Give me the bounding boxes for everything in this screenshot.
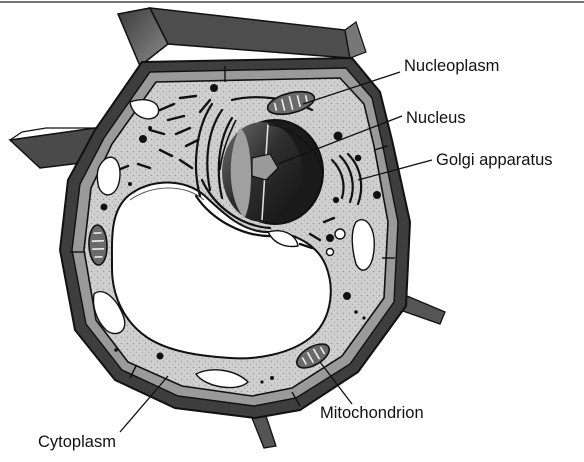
nucleus-shape xyxy=(220,120,323,224)
label-cytoplasm: Cytoplasm xyxy=(38,433,116,451)
label-mitochondrion: Mitochondrion xyxy=(320,404,424,422)
label-nucleoplasm: Nucleoplasm xyxy=(404,57,499,75)
label-nucleus: Nucleus xyxy=(406,109,466,127)
label-golgi-apparatus: Golgi apparatus xyxy=(436,151,553,169)
